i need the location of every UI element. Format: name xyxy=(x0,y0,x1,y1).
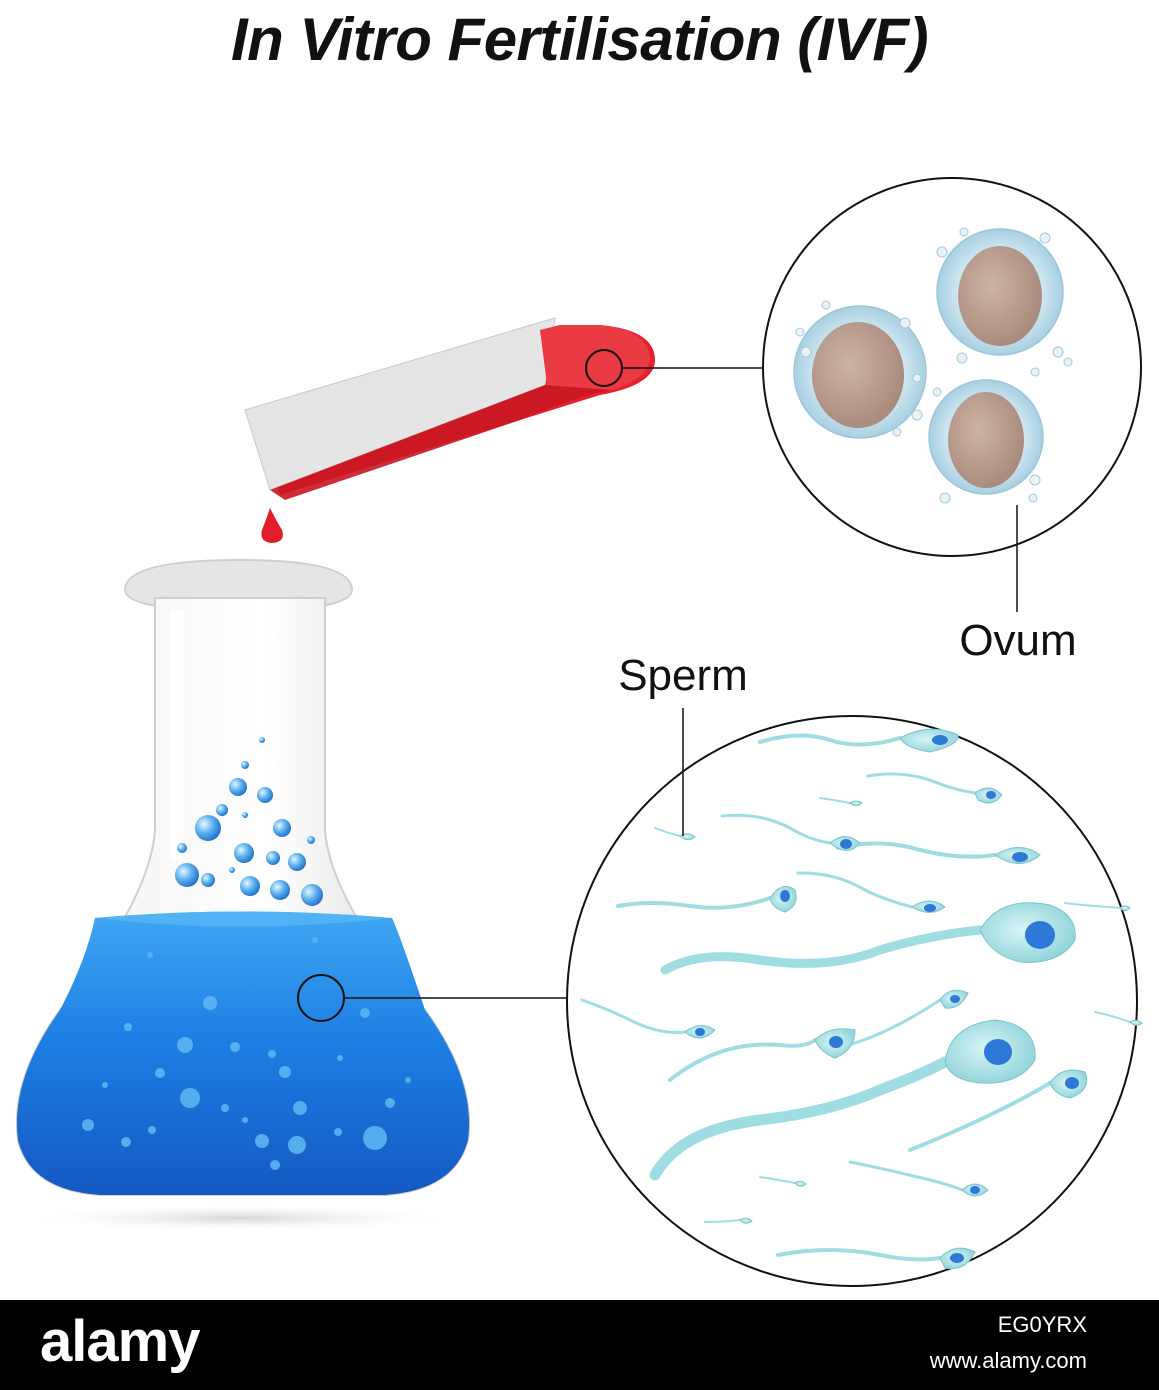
red-drop xyxy=(261,508,283,543)
diagram-title: In Vitro Fertilisation (IVF) xyxy=(230,6,929,73)
ovum-magnified-view xyxy=(762,177,1142,557)
rising-bubbles xyxy=(175,737,323,906)
pipette-tube xyxy=(244,317,655,543)
footer-bar: alamy EG0YRX www.alamy.com xyxy=(0,1300,1159,1390)
ovum-label: Ovum xyxy=(959,616,1076,665)
flask-liquid xyxy=(16,911,470,1195)
ivf-illustration: Ovum Sperm xyxy=(10,177,1143,1287)
sperm-magnified-view xyxy=(566,715,1143,1287)
liquid-bubbles xyxy=(82,937,411,1170)
sperm-label: Sperm xyxy=(618,651,748,700)
brand-logo[interactable]: alamy xyxy=(40,1309,200,1374)
site-domain[interactable]: www.alamy.com xyxy=(929,1348,1087,1373)
flask xyxy=(15,558,471,1196)
flask-shadow xyxy=(10,1204,470,1232)
image-id: EG0YRX xyxy=(997,1312,1087,1337)
